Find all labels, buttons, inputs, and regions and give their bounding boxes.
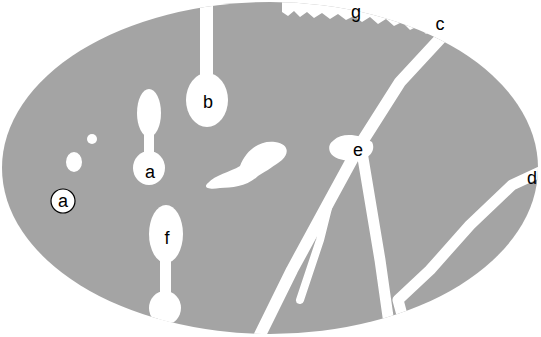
part-letter: a — [58, 192, 68, 210]
fracture — [362, 152, 392, 337]
part-letter: e — [353, 141, 363, 159]
grey-body — [2, 2, 538, 334]
part-letter: d — [527, 169, 537, 187]
cavity — [206, 142, 287, 189]
fracture — [255, 28, 450, 337]
fracture — [300, 200, 330, 300]
part-letter: a — [145, 163, 155, 181]
part-letter: b — [203, 93, 213, 111]
channel — [200, 0, 213, 80]
eroded-edge — [282, 0, 450, 38]
part-letter: g — [351, 3, 361, 21]
channel — [158, 310, 172, 337]
circled-marker — [51, 189, 75, 213]
cavity — [186, 73, 228, 127]
cavity — [149, 205, 183, 263]
pore — [87, 134, 97, 144]
pore — [66, 152, 82, 172]
fracture — [398, 172, 540, 337]
part-letter: f — [164, 229, 169, 247]
part-letter: c — [436, 15, 445, 33]
cavity — [144, 128, 154, 158]
